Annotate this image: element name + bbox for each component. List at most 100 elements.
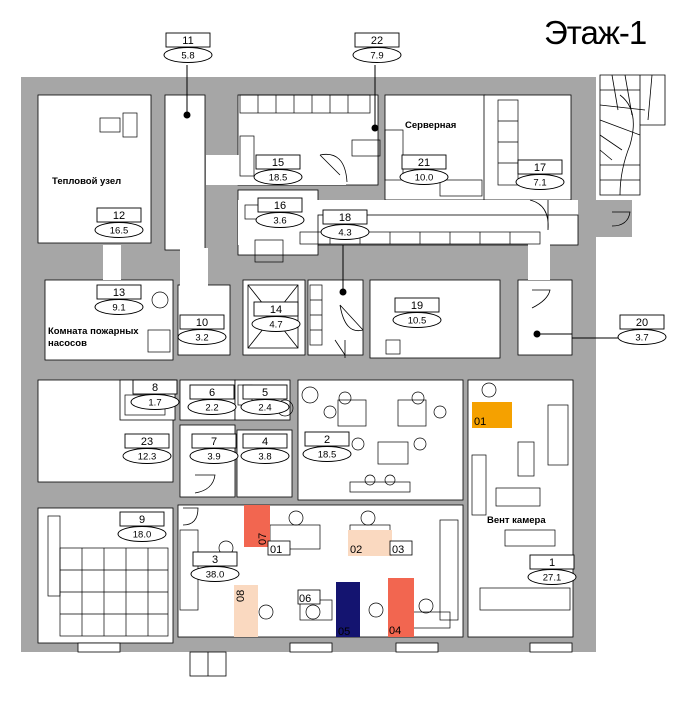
leader-lines: [186, 65, 620, 339]
room-area: 7.1: [533, 178, 546, 189]
workstation-05: 05: [336, 582, 360, 638]
room-area: 9.1: [112, 303, 125, 314]
room-number: 10: [196, 317, 208, 329]
room-area: 16.5: [110, 226, 129, 237]
room-tag-20: 203.7: [617, 314, 667, 345]
room-13-label-line2: насосов: [48, 338, 87, 349]
workstation-number: 06: [299, 593, 311, 605]
room-area: 2.2: [205, 403, 218, 414]
room-number: 18: [339, 212, 351, 224]
room-tag-8: 81.7: [130, 379, 180, 410]
room-number: 13: [113, 287, 125, 299]
workstation-number: 08: [235, 590, 247, 602]
room-area: 18.5: [318, 450, 337, 461]
room-area: 10.0: [415, 173, 434, 184]
room-tag-1: 127.1: [527, 554, 577, 585]
room-tag-17: 177.1: [515, 159, 565, 190]
room-number: 4: [262, 436, 268, 448]
room-area: 18.5: [269, 173, 288, 184]
workstation-number: 07: [257, 533, 269, 545]
room-area: 12.3: [138, 452, 157, 463]
room-number: 15: [272, 157, 284, 169]
room-number: 5: [262, 387, 268, 399]
workstation-number: 01: [474, 416, 486, 428]
room-number: 11: [182, 35, 193, 47]
leader-dots: [183, 111, 541, 338]
room-number: 3: [212, 554, 218, 566]
room-21-label: Серверная: [405, 120, 456, 131]
room-tag-3: 338.0: [190, 551, 240, 582]
room-tag-6: 62.2: [187, 384, 237, 415]
room-number: 14: [270, 304, 282, 316]
room-area: 38.0: [206, 570, 225, 581]
room-number: 21: [418, 157, 430, 169]
room-tag-21: 21 10.0: [399, 154, 449, 185]
room-number: 12: [113, 210, 125, 222]
room-area: 10.5: [408, 316, 427, 327]
room-area: 18.0: [133, 530, 152, 541]
room-number: 1: [549, 557, 555, 569]
room-area: 5.8: [181, 51, 194, 62]
room-number: 20: [636, 317, 648, 329]
room-area: 27.1: [543, 573, 562, 584]
room-tag-18: 184.3: [320, 209, 370, 240]
room-number: 23: [141, 436, 153, 448]
workstation-number: 03: [392, 544, 404, 556]
room-area: 2.4: [258, 403, 271, 414]
workstation-04: 04: [388, 578, 414, 637]
room-tag-12: 12 16.5: [94, 207, 144, 238]
room-tag-23: 23 12.3: [122, 433, 172, 464]
room-tag-4: 43.8: [240, 433, 290, 464]
room-number: 8: [152, 382, 158, 394]
room-tag-13: 139.1: [94, 284, 144, 315]
room-tag-7: 73.9: [189, 433, 239, 464]
room-number: 17: [534, 162, 546, 174]
workstation-number: 01: [270, 544, 282, 556]
workstation-03: 03: [389, 540, 413, 556]
room-number: 7: [211, 436, 217, 448]
room-area: 7.9: [370, 51, 383, 62]
workstation-07: 07: [244, 505, 270, 547]
room-area: 1.7: [148, 398, 161, 409]
workstation-number: 04: [389, 625, 401, 637]
workstation-01: 01: [267, 540, 291, 556]
room-area: 4.3: [338, 228, 351, 239]
room-tag-11: 115.8: [163, 32, 213, 63]
workstation-02: 02: [348, 530, 392, 556]
room-floors: [37, 94, 579, 644]
room-tag-22: 227.9: [352, 32, 402, 63]
room-tag-15: 15 18.5: [253, 154, 303, 185]
room-tag-9: 918.0: [117, 511, 167, 542]
room-13-label-line1: Комната пожарных: [48, 326, 139, 337]
room-area: 3.8: [258, 452, 271, 463]
room-area: 3.9: [207, 452, 220, 463]
workstation-08: 08: [234, 585, 258, 637]
room-tag-19: 19 10.5: [392, 297, 442, 328]
floor-title: Этаж-1: [544, 14, 647, 51]
room-tag-16: 163.6: [255, 197, 305, 228]
room-1-label: Вент камера: [487, 515, 546, 526]
room-number: 6: [209, 387, 215, 399]
room-number: 22: [371, 35, 383, 47]
workstation-number: 02: [350, 544, 362, 556]
room-tag-5: 52.4: [240, 384, 290, 415]
workstation-number: 05: [338, 626, 350, 638]
room-tag-14: 144.7: [251, 301, 301, 332]
room-tag-2: 218.5: [302, 431, 352, 462]
workstation-06: 06: [297, 589, 321, 605]
workstation-01: 01: [472, 402, 512, 428]
room-number: 19: [411, 300, 423, 312]
windows: [77, 642, 573, 677]
room-number: 9: [139, 514, 145, 526]
staircase: [599, 74, 666, 196]
room-number: 16: [274, 200, 286, 212]
room-area: 3.2: [195, 333, 208, 344]
room-area: 4.7: [269, 320, 282, 331]
room-tag-10: 103.2: [177, 314, 227, 345]
room-12-label: Тепловой узел: [52, 176, 121, 187]
room-number: 2: [324, 434, 330, 446]
furniture: [47, 94, 571, 637]
